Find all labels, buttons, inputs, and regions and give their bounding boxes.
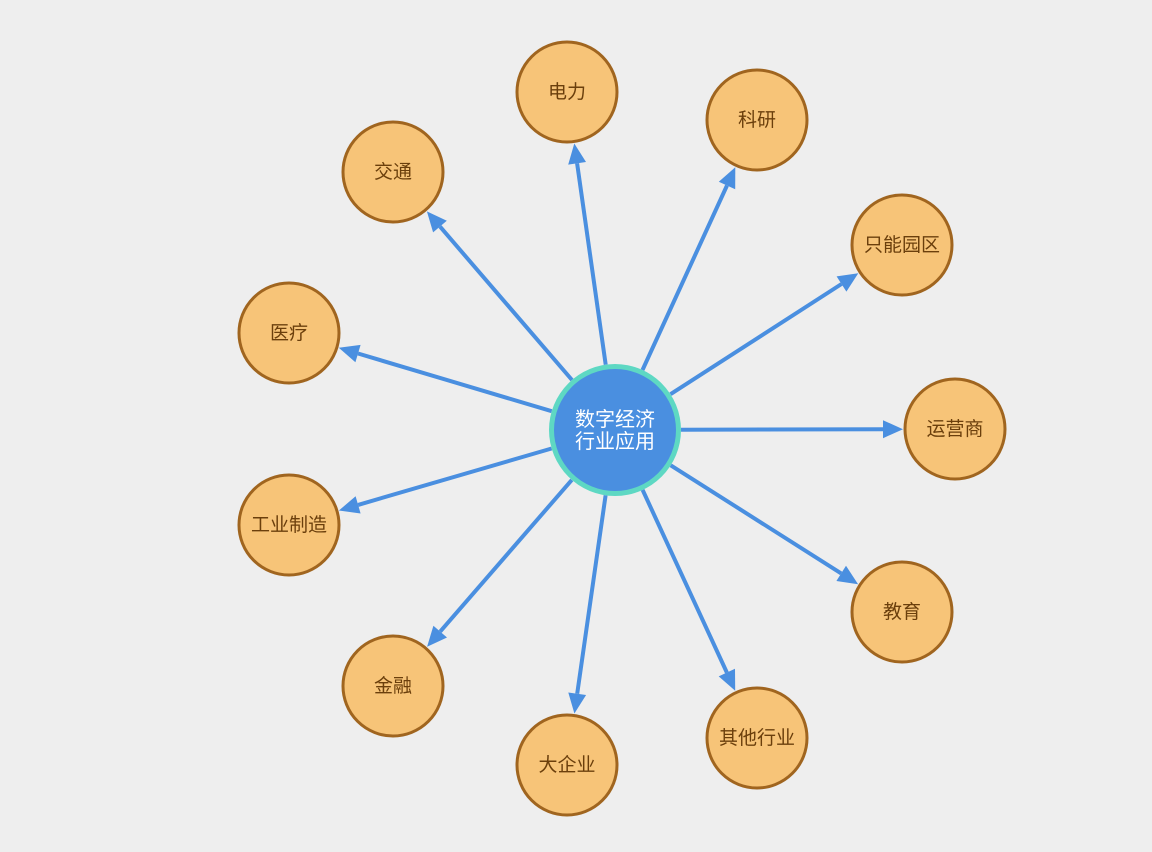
edge-arrowhead-operator <box>883 420 903 439</box>
center-node-core <box>554 369 676 491</box>
node-park[interactable]: 只能园区 <box>850 193 954 297</box>
edge-line-finance <box>438 478 574 633</box>
edge-park <box>669 273 859 396</box>
edge-line-education <box>669 463 843 576</box>
edge-research <box>640 167 736 371</box>
edge-manufacturing <box>338 446 553 514</box>
edge-enterprise <box>568 495 608 714</box>
node-circle-education <box>850 560 954 664</box>
center-node[interactable]: 数字经济 行业应用 <box>549 364 681 496</box>
edge-line-enterprise <box>575 495 608 694</box>
edge-arrowhead-enterprise <box>568 692 587 714</box>
node-label-research: 科研 <box>738 109 776 131</box>
edge-arrowhead-education <box>836 565 859 585</box>
node-label-finance: 金融 <box>374 675 412 697</box>
edge-arrowhead-medical <box>338 344 361 363</box>
node-enterprise[interactable]: 大企业 <box>515 713 619 817</box>
edge-line-manufacturing <box>357 446 553 507</box>
node-power[interactable]: 电力 <box>515 40 619 144</box>
node-circle-medical <box>237 281 341 385</box>
edge-line-park <box>669 282 843 396</box>
node-circle-power <box>515 40 619 144</box>
edges-layer <box>338 143 903 714</box>
edge-arrowhead-manufacturing <box>338 496 361 514</box>
node-education[interactable]: 教育 <box>850 560 954 664</box>
edge-medical <box>338 344 553 414</box>
node-operator[interactable]: 运营商 <box>903 377 1007 481</box>
edge-arrowhead-research <box>718 167 736 190</box>
edge-power <box>568 143 608 365</box>
node-circle-research <box>705 68 809 172</box>
edge-line-medical <box>357 351 553 414</box>
node-other[interactable]: 其他行业 <box>705 686 809 790</box>
edge-arrowhead-park <box>836 273 859 292</box>
edge-line-research <box>640 184 729 371</box>
node-circle-other <box>705 686 809 790</box>
node-label-operator: 运营商 <box>926 418 983 440</box>
node-manufacturing[interactable]: 工业制造 <box>237 473 341 577</box>
node-label-enterprise: 大企业 <box>538 754 595 776</box>
edge-other <box>640 489 736 691</box>
node-label-park: 只能园区 <box>864 234 940 256</box>
node-label-medical: 医疗 <box>270 322 308 344</box>
node-circle-operator <box>903 377 1007 481</box>
node-circle-manufacturing <box>237 473 341 577</box>
edge-arrowhead-finance <box>427 625 447 647</box>
edge-line-transport <box>438 225 574 382</box>
node-label-transport: 交通 <box>374 161 412 183</box>
node-circle-enterprise <box>515 713 619 817</box>
edge-operator <box>680 420 903 439</box>
edge-education <box>669 463 859 585</box>
edge-arrowhead-transport <box>426 211 447 233</box>
node-label-other: 其他行业 <box>719 727 795 749</box>
edge-finance <box>427 478 574 647</box>
edge-transport <box>426 211 574 382</box>
center-label-line2: 行业应用 <box>575 429 655 453</box>
center-label-line1: 数字经济 <box>575 407 655 431</box>
node-label-manufacturing: 工业制造 <box>251 514 327 536</box>
node-finance[interactable]: 金融 <box>341 634 445 738</box>
node-label-education: 教育 <box>883 601 921 623</box>
node-circle-finance <box>341 634 445 738</box>
node-research[interactable]: 科研 <box>705 68 809 172</box>
node-transport[interactable]: 交通 <box>341 120 445 224</box>
node-circle-park <box>850 193 954 297</box>
edge-line-power <box>575 163 608 365</box>
node-circle-transport <box>341 120 445 224</box>
edge-arrowhead-other <box>718 668 736 691</box>
edge-line-other <box>640 489 729 674</box>
edge-arrowhead-power <box>568 143 586 165</box>
node-medical[interactable]: 医疗 <box>237 281 341 385</box>
edge-line-operator <box>680 427 884 432</box>
node-label-power: 电力 <box>548 81 586 103</box>
